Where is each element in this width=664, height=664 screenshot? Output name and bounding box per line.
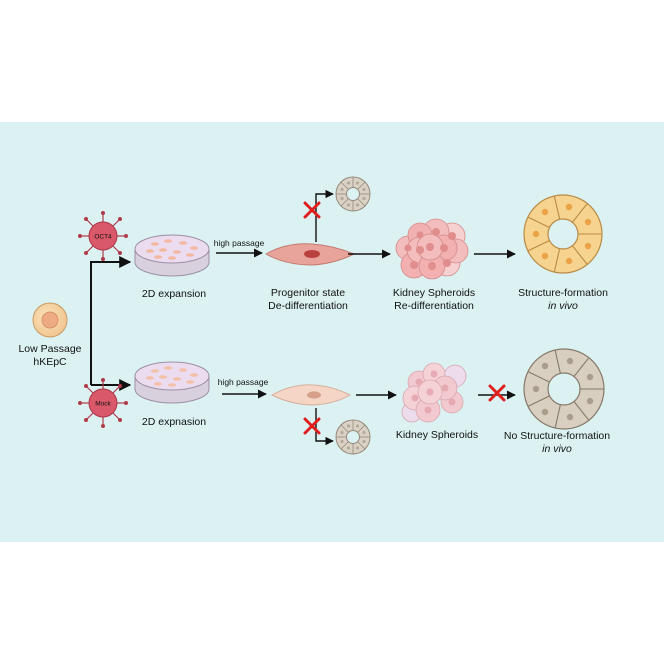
mock-virus-label: Mock [95, 401, 111, 408]
dedifferentiation-label: De-differentiation [268, 300, 348, 312]
in-vivo-top-label: in vivo [548, 300, 578, 312]
high-passage-top-label: high passage [214, 238, 265, 248]
virus-oct4-icon: OCT4 [78, 211, 128, 261]
kidney-spheroids-top-label: Kidney Spheroids [393, 287, 475, 299]
structure-formation-label: Structure-formation [518, 287, 608, 299]
blocked-branch-bottom [303, 408, 334, 446]
oct4-virus-label: OCT4 [94, 234, 112, 241]
no-structure-formation-label: No Structure-formation [504, 430, 610, 442]
in-vivo-bottom-label: in vivo [542, 443, 572, 455]
expansion-top-label: 2D expansion [142, 288, 206, 300]
red-cross-icon [303, 417, 321, 435]
kidney-spheroid-bottom-icon [401, 362, 467, 423]
low-passage-label: Low Passage [18, 343, 81, 355]
blocked-arrow-bottom [478, 384, 516, 402]
mock-cell-icon [270, 384, 352, 406]
blocked-branch-top [303, 189, 334, 242]
progenitor-state-label: Progenitor state [271, 287, 345, 299]
low-passage-cell-icon [32, 302, 68, 338]
redifferentiation-label: Re-differentiation [394, 300, 474, 312]
expansion-bottom-label: 2D expnasion [142, 416, 206, 428]
hkepc-label: hKEpC [33, 356, 67, 368]
high-passage-bottom-label: high passage [218, 377, 269, 387]
petri-dish-bottom-icon [134, 361, 210, 404]
kidney-spheroids-bottom-label: Kidney Spheroids [396, 429, 478, 441]
red-cross-icon [488, 384, 506, 402]
petri-dish-top-icon [134, 234, 210, 277]
structure-ring-top-icon [523, 194, 603, 274]
progenitor-cell-icon [264, 243, 356, 266]
red-cross-icon [303, 201, 321, 219]
virus-mock-icon: Mock [78, 378, 128, 428]
kidney-spheroid-top-icon [395, 218, 469, 280]
mini-ring-bottom-icon [335, 419, 371, 455]
mini-ring-top-icon [335, 176, 371, 212]
branch-arrows [90, 256, 132, 391]
structure-ring-bottom-icon [523, 348, 605, 430]
